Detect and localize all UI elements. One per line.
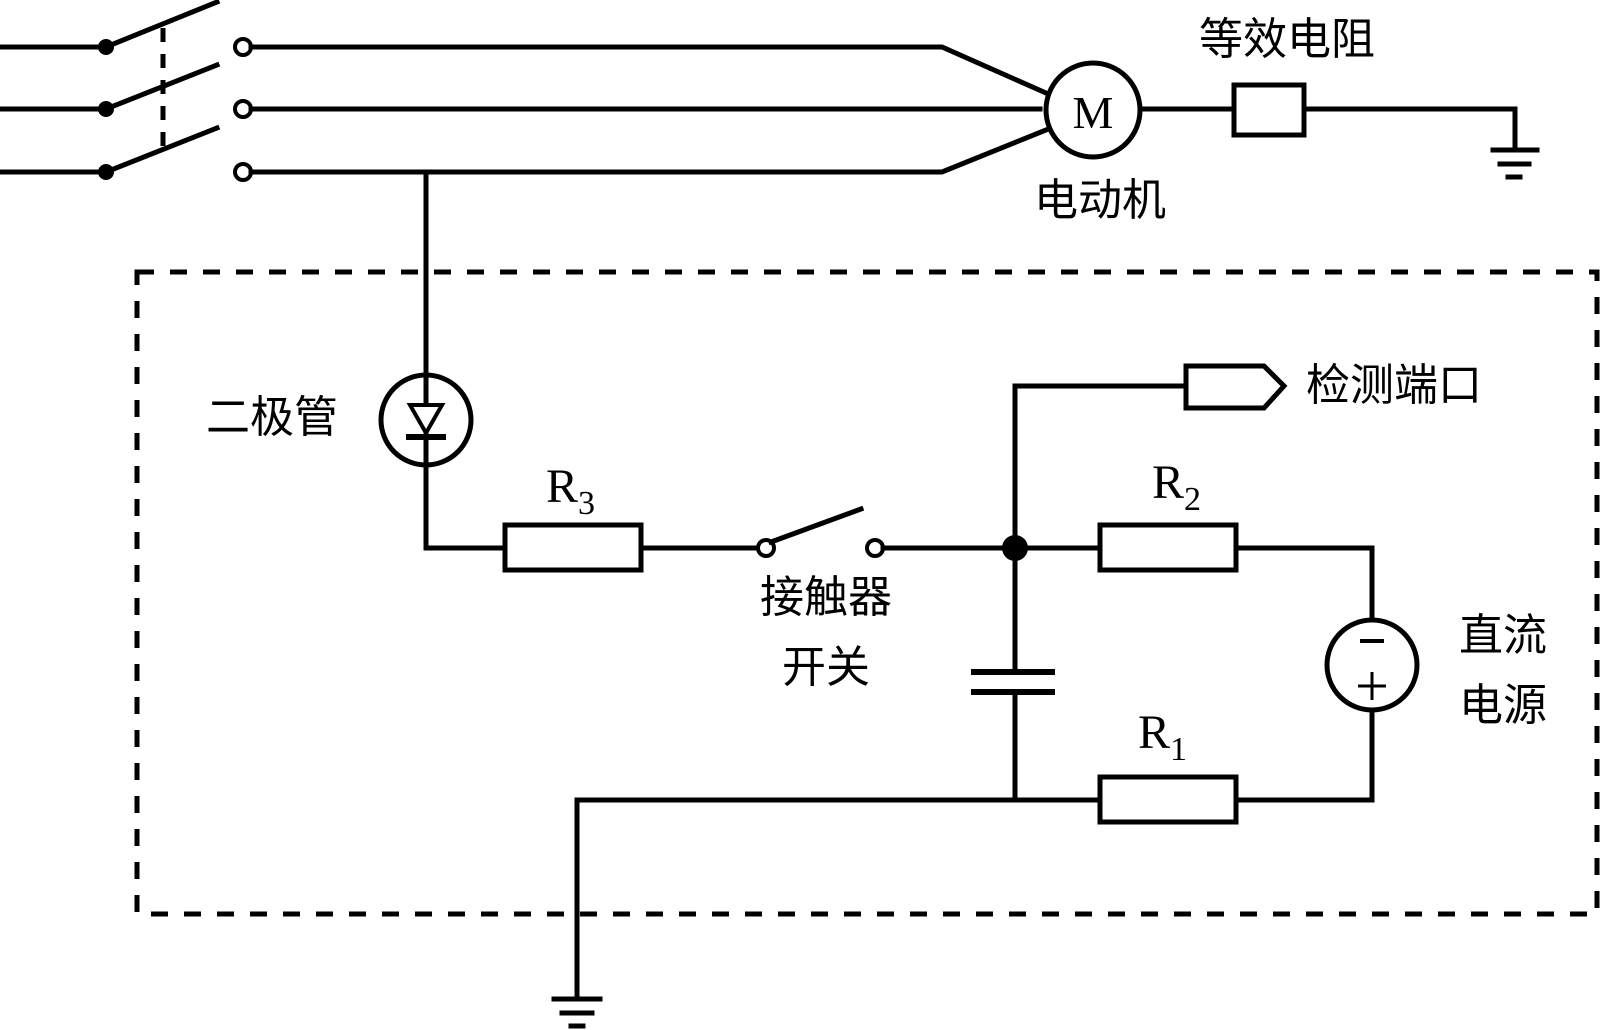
r2-to-source-wire — [1233, 545, 1375, 623]
resistor-r3: R3 — [423, 460, 760, 573]
dc-source-label-line1: 直流 — [1459, 610, 1547, 661]
switch-blade-3 — [102, 124, 221, 176]
detection-circuit-boundary — [134, 269, 1600, 917]
motor-symbol: M — [1073, 87, 1114, 138]
ground-icon-circuit — [551, 996, 603, 1029]
diode-triangle — [406, 403, 446, 438]
node-to-port-wire — [1012, 383, 1189, 551]
equivalent-resistor-body — [1231, 82, 1307, 138]
motor-label: 电动机 — [1034, 175, 1166, 226]
r2-body — [1097, 522, 1239, 573]
r3-label: R3 — [546, 460, 595, 522]
capacitor — [971, 545, 1055, 803]
source-to-r1-wire — [1233, 707, 1375, 803]
bottom-bus-wire — [574, 797, 1103, 1000]
ground-icon — [1490, 147, 1540, 180]
r1-body — [1097, 774, 1239, 825]
three-pole-switch — [0, 0, 253, 182]
diode: 二极管 — [206, 169, 474, 468]
r1-label: R1 — [1138, 706, 1187, 768]
diode-to-r3-wire — [423, 462, 508, 551]
detection-port-label: 检测端口 — [1306, 360, 1482, 411]
phase-line-3 — [248, 126, 1050, 175]
dc-source-label-line2: 电源 — [1459, 680, 1547, 731]
contactor-contact-left — [756, 538, 776, 558]
equivalent-resistor: 等效电阻 — [1137, 14, 1518, 151]
r2-label: R2 — [1152, 456, 1201, 518]
switch-blade-1 — [102, 0, 221, 51]
diode-label: 二极管 — [206, 392, 338, 443]
dc-source: 直流 电源 — [1233, 610, 1547, 803]
contactor-label-line2: 开关 — [782, 642, 870, 693]
equivalent-resistor-label: 等效电阻 — [1199, 14, 1375, 65]
detection-port: 检测端口 — [1012, 360, 1482, 551]
contactor-label-line1: 接触器 — [760, 572, 892, 623]
contactor-switch: 接触器 开关 — [756, 505, 892, 693]
contactor-blade — [767, 505, 865, 546]
resistor-r1: R1 — [1097, 706, 1239, 825]
port-connector-icon — [1183, 363, 1288, 411]
phase-line-1 — [248, 44, 1050, 97]
motor-feed-lines — [248, 44, 1050, 175]
resistor-r2: R2 — [1097, 456, 1375, 623]
r3-body — [502, 522, 644, 573]
resistor-to-ground-wire — [1301, 106, 1518, 151]
motor: M 电动机 — [1034, 60, 1166, 226]
